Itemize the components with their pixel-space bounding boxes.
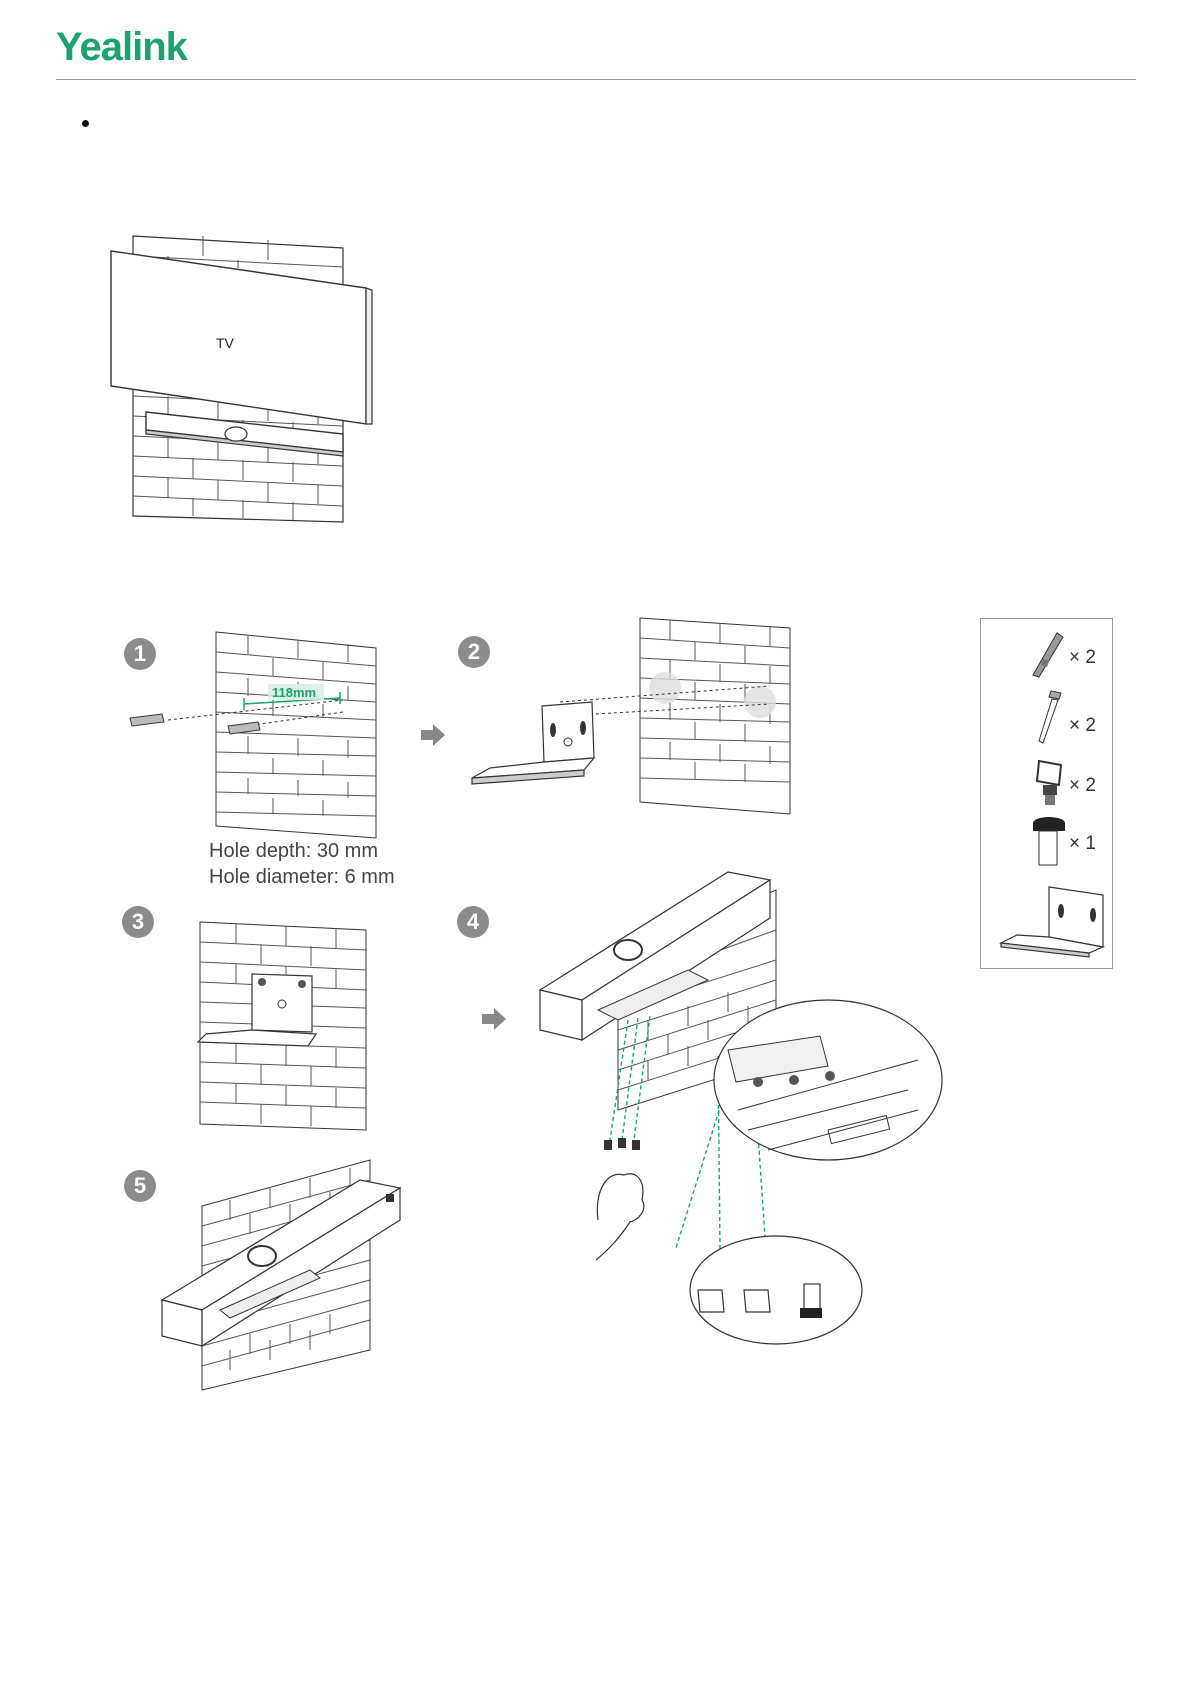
step-3-badge: 3 [122,906,154,938]
kit-qty: × 2 [1069,647,1096,669]
tv-wall-illustration: TV [108,236,378,526]
step-5-final-installation-illustration [160,1160,410,1390]
svg-text:TV: TV [216,335,235,351]
hole-diameter-text: Hole diameter: 6 mm [209,864,395,890]
list-bullet [82,120,89,127]
header-divider [56,79,1136,80]
step-5-badge: 5 [124,1170,156,1202]
step-2-bracket-illustration [470,618,800,818]
hole-depth-text: Hole depth: 30 mm [209,838,395,864]
wall-anchor-icon [1029,631,1069,679]
knob-screw-icon [1025,815,1069,871]
step-4-badge: 4 [457,906,489,938]
kit-qty: × 2 [1069,775,1096,797]
step-4-install-device-illustration [538,870,918,1370]
kit-qty: × 1 [1069,833,1096,855]
svg-text:Yealink: Yealink [56,25,189,68]
package-contents-box: × 2 × 2 × 2 × 1 [980,618,1113,969]
kit-qty: × 2 [1069,715,1096,737]
arrow-icon [421,724,447,746]
thumb-screw-icon [1025,757,1069,811]
svg-text:118mm: 118mm [272,685,316,700]
screw-icon [1031,689,1067,747]
step-1-drill-illustration: 118mm [128,628,388,838]
hole-specifications: Hole depth: 30 mm Hole diameter: 6 mm [209,838,395,890]
mounting-bracket-icon [999,885,1109,959]
step-3-mounted-bracket-illustration [196,920,376,1134]
arrow-icon [482,1008,508,1030]
yealink-logo: Yealink [56,22,206,68]
